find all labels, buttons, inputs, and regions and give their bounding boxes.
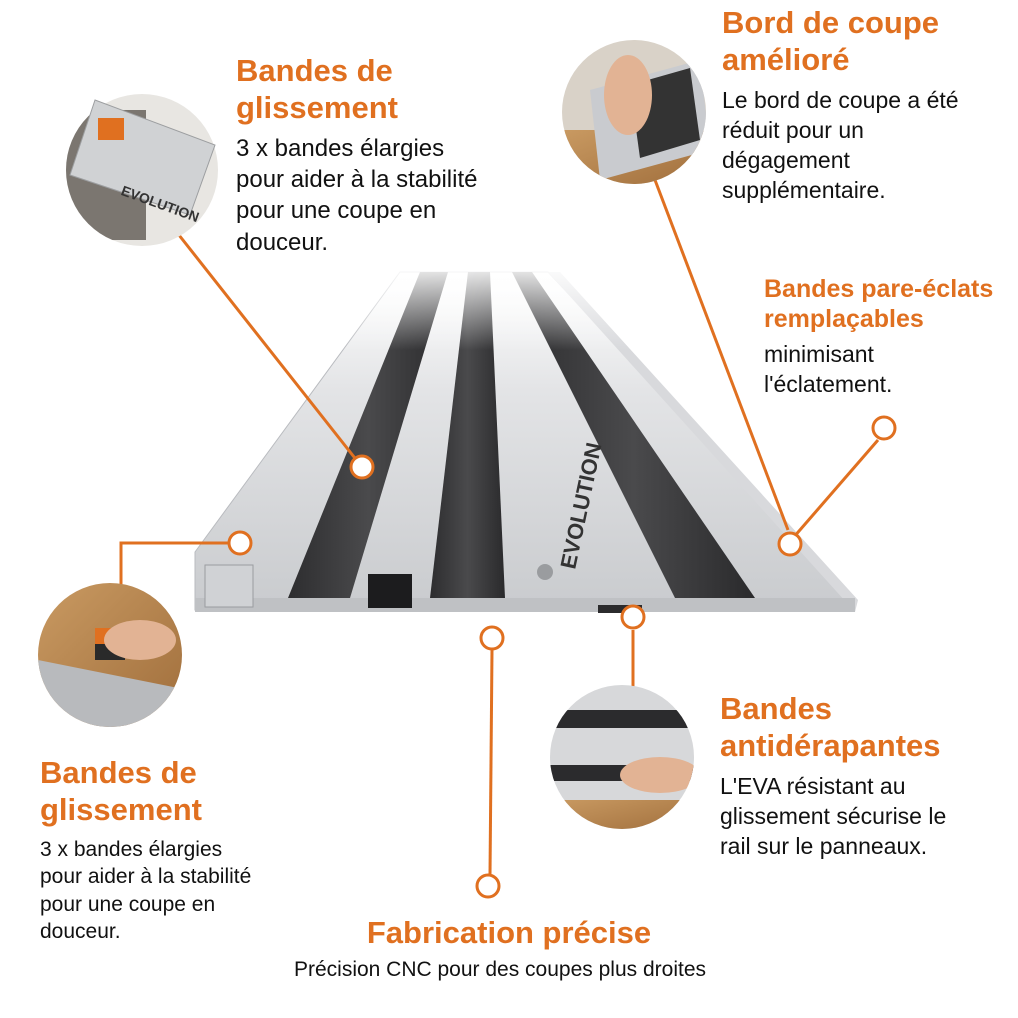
detail-photo-bottom-left	[38, 583, 182, 727]
callout-title: Bandes antidérapantes	[720, 691, 941, 764]
marker-anti-slip	[620, 604, 646, 630]
splinter-edge	[548, 272, 858, 612]
glide-strip-right	[512, 272, 755, 598]
marker-precision-top	[479, 625, 505, 651]
marker-splinter	[871, 415, 897, 441]
leader-lines	[119, 179, 880, 876]
callout-title: Bandes de glissement	[40, 755, 202, 828]
callout-title: Fabrication précise	[366, 915, 652, 950]
callout-body: Précision CNC pour des coupes plus droit…	[293, 958, 707, 981]
detail-photo-anti-slip	[550, 685, 694, 829]
anti-slip-pad	[598, 605, 642, 613]
marker-precision-bottom	[475, 873, 501, 899]
marker-glide-top	[349, 454, 375, 480]
rail-hole	[537, 564, 553, 580]
callout-title: Bandes de glissement	[236, 53, 398, 126]
marker-cut-edge	[777, 531, 803, 557]
glide-strip-center	[430, 272, 505, 598]
callout-body: minimisant l'éclatement.	[764, 341, 893, 397]
guide-rail: EVOLUTION	[190, 260, 870, 613]
detail-photo-cut-edge	[562, 40, 706, 184]
callout-markers	[227, 415, 897, 899]
t-slot-left	[204, 564, 254, 608]
marker-glide-bottom	[227, 530, 253, 556]
callout-title: Bord de coupe amélioré	[722, 5, 940, 78]
callout-body: Le bord de coupe a été réduit pour un dé…	[722, 87, 959, 203]
center-channel	[368, 574, 412, 608]
glide-strip-left	[288, 272, 448, 598]
callout-body: 3 x bandes élargies pour aider à la stab…	[40, 838, 252, 943]
rail-front-face	[195, 598, 855, 612]
callout-body: 3 x bandes élargies pour aider à la stab…	[236, 135, 478, 256]
callout-body: L'EVA résistant au glissement sécurise l…	[720, 773, 947, 859]
detail-photo-glide-top: EVOLUTION	[66, 94, 218, 246]
callout-title: Bandes pare-éclats remplaçables	[764, 275, 994, 333]
